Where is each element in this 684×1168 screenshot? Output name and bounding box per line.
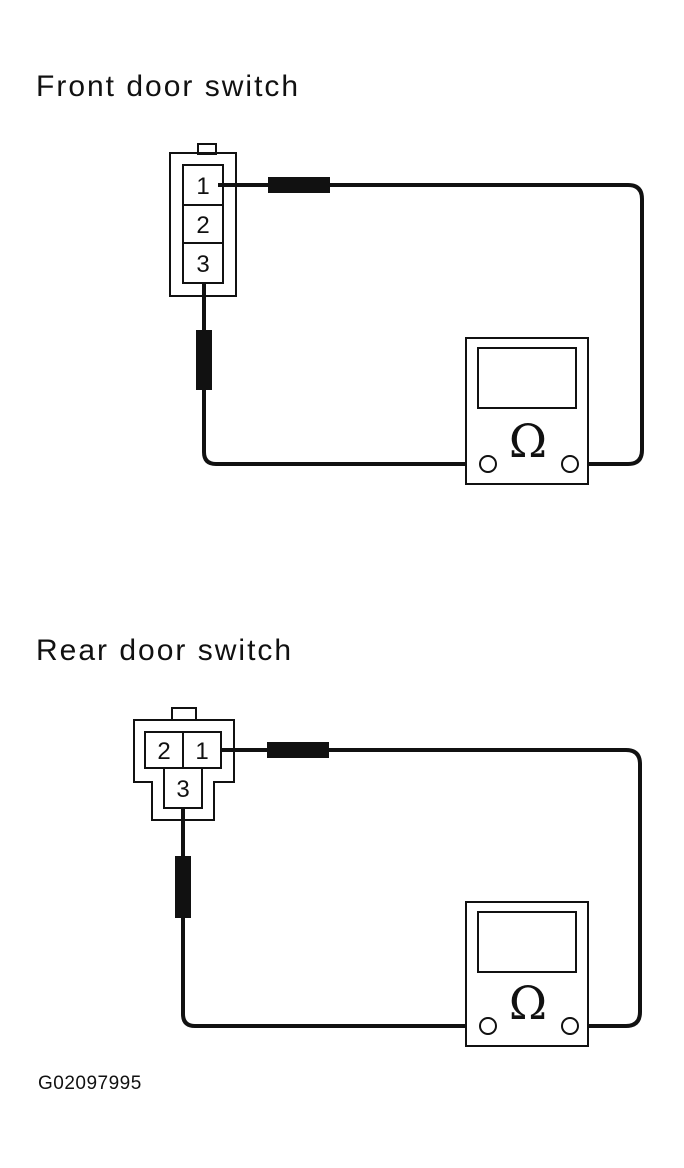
rear-ohmmeter bbox=[465, 901, 589, 1047]
rear-connector bbox=[133, 707, 235, 821]
front-ohmmeter-terminal-left bbox=[479, 455, 497, 473]
rear-pin-label-2: 2 bbox=[157, 738, 170, 765]
rear-pin-label-3: 3 bbox=[176, 776, 189, 803]
rear-ohmmeter-terminal-left bbox=[479, 1017, 497, 1035]
rear-pin-label-1: 1 bbox=[195, 738, 208, 765]
front-ohm-symbol: Ω bbox=[509, 414, 547, 468]
front-probe-pin3 bbox=[196, 330, 212, 390]
rear-ohm-symbol: Ω bbox=[509, 976, 547, 1030]
rear-lead-pin1 bbox=[221, 748, 642, 1028]
front-pin-label-2: 2 bbox=[196, 212, 209, 239]
figure-code: G02097995 bbox=[38, 1073, 142, 1094]
rear-connector-housing bbox=[133, 719, 235, 821]
front-pin-label-3: 3 bbox=[196, 251, 209, 278]
front-ohmmeter-terminal-right bbox=[561, 455, 579, 473]
front-pin-label-1: 1 bbox=[196, 173, 209, 200]
front-probe-pin1 bbox=[268, 177, 330, 193]
front-lead-pin1 bbox=[218, 183, 644, 466]
front-door-switch-title: Front door switch bbox=[36, 70, 301, 103]
rear-probe-pin1 bbox=[267, 742, 329, 758]
rear-connector-latch bbox=[171, 707, 197, 721]
front-ohmmeter bbox=[465, 337, 589, 485]
rear-lead-pin3 bbox=[181, 808, 478, 1028]
front-lead-pin3 bbox=[202, 283, 478, 466]
rear-ohmmeter-terminal-right bbox=[561, 1017, 579, 1035]
rear-door-switch-title: Rear door switch bbox=[36, 634, 294, 667]
front-ohmmeter-display bbox=[477, 347, 577, 409]
rear-probe-pin3 bbox=[175, 856, 191, 918]
rear-ohmmeter-display bbox=[477, 911, 577, 973]
